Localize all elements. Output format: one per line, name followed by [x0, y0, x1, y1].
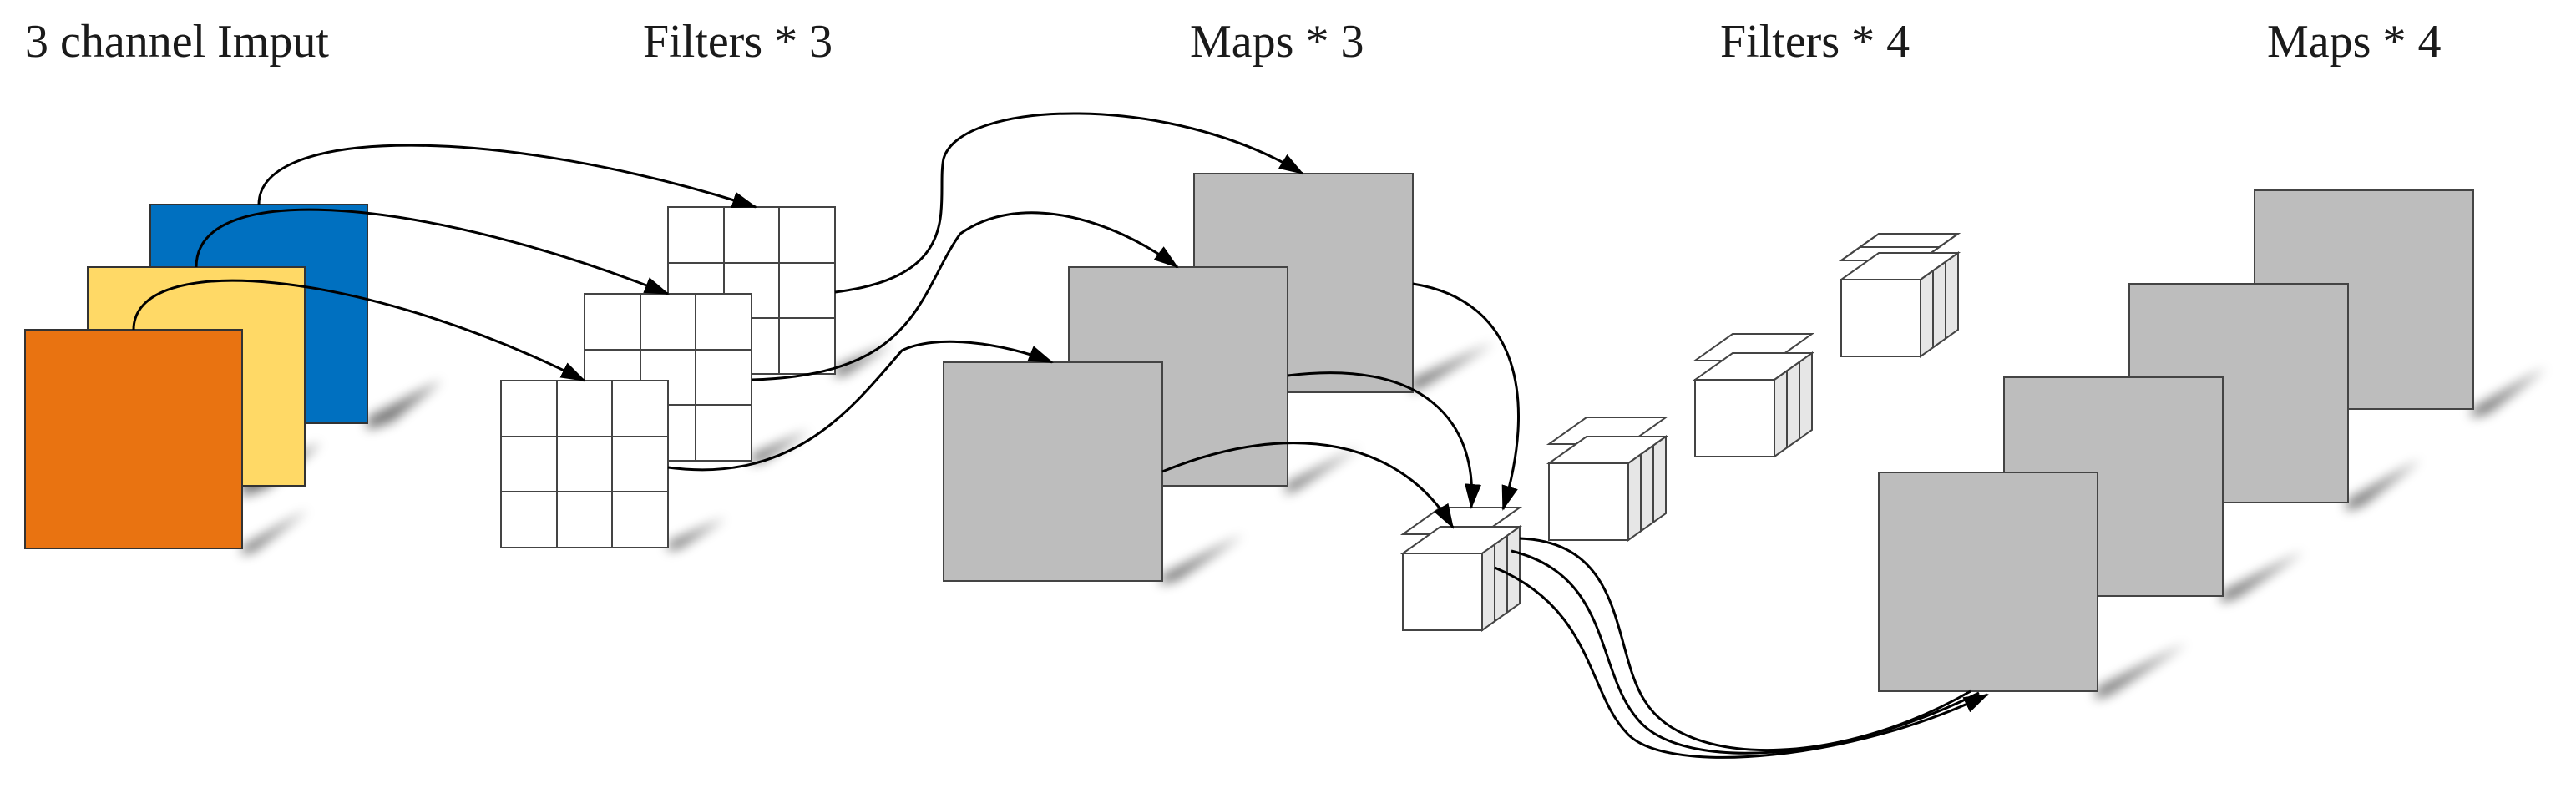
shadow-map1-3: [1161, 534, 1244, 584]
filter-grid-3: [500, 380, 669, 548]
shadow-blue: [367, 380, 443, 430]
filter-cube-1: [1838, 233, 1961, 358]
arrow-filter2-to-map2: [751, 211, 1179, 381]
filter-cube-4: [1399, 507, 1523, 632]
label-maps-stage2: Maps * 4: [2267, 16, 2442, 68]
filters-stage1: [500, 206, 836, 548]
maps-stage2: [1878, 189, 2474, 692]
arrow-cube-to-map-b: [1511, 549, 1980, 755]
shadow-map1-1: [1411, 342, 1495, 392]
map1-3: [943, 361, 1163, 582]
shadow-map2-2: [2346, 459, 2422, 511]
arrow-map1-to-cube: [1412, 282, 1521, 511]
label-filters-stage2: Filters * 4: [1720, 16, 1910, 68]
shadow-map2-1: [2472, 367, 2547, 417]
arrow-blue-to-filter1: [257, 144, 757, 209]
label-maps-stage1: Maps * 3: [1190, 16, 1364, 68]
arrow-filter3-to-map3: [667, 340, 1054, 472]
arrow-filter1-to-map1: [834, 112, 1304, 294]
arrow-map2-to-cube: [1287, 371, 1482, 509]
shadow-filter-2: [752, 430, 810, 464]
input-channels: [24, 204, 368, 549]
arrow-orange-to-filter3: [132, 279, 586, 382]
label-filters-stage1: Filters * 3: [643, 16, 833, 68]
filter-cube-3: [1546, 417, 1669, 542]
channel-orange: [24, 329, 243, 549]
maps-stage1: [943, 173, 1414, 582]
filter-cube-2: [1692, 333, 1815, 458]
cube-to-map-arrows: [1494, 537, 1989, 759]
shadow-filter-3: [668, 518, 726, 551]
filters-stage2: [1399, 233, 1961, 632]
shadow-map1-2: [1286, 447, 1361, 494]
shadow-map2-4: [2096, 643, 2188, 700]
arrow-yellow-to-filter2: [195, 208, 670, 296]
shadow-orange: [242, 509, 309, 555]
label-input: 3 channel Imput: [25, 16, 329, 68]
shadow-map2-3: [2221, 551, 2305, 603]
shadow-filter-1: [835, 342, 893, 377]
arrow-map3-to-cube: [1161, 442, 1455, 529]
arrow-cube-to-map-c: [1494, 566, 1989, 759]
connection-arrows: [132, 112, 1521, 529]
map2-4: [1878, 472, 2098, 692]
